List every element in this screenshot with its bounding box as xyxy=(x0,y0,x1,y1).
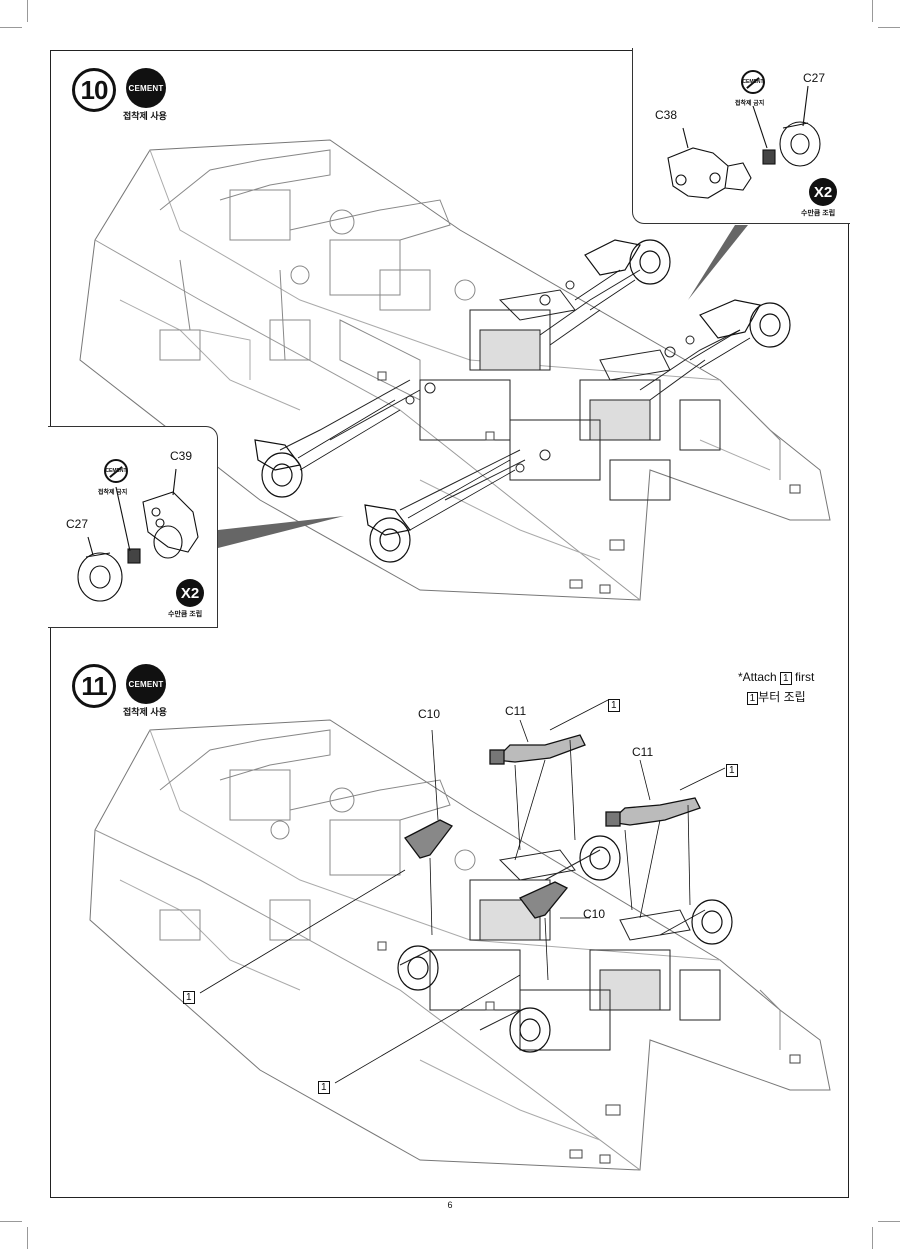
cement-badge-label: CEMENT xyxy=(128,83,164,93)
no-cement-icon: CEMENT xyxy=(741,70,765,94)
part-label-c10: C10 xyxy=(583,907,606,921)
no-cement-icon: CEMENT xyxy=(104,459,128,483)
order-marker: 1 xyxy=(183,991,195,1004)
step-number: 10 xyxy=(67,68,121,112)
no-cement-caption: 접착제 금지 xyxy=(98,490,128,496)
crop-mark xyxy=(872,1227,873,1249)
crop-mark xyxy=(27,0,28,22)
order-marker: 1 xyxy=(726,764,738,777)
part-label-c27: C27 xyxy=(803,71,826,85)
order-marker-box: 1 xyxy=(183,987,195,1005)
cement-icon: CEMENT xyxy=(126,68,166,108)
multiplier-caption: 수만큼 조립 xyxy=(801,210,836,217)
cement-caption: 접착제 사용 xyxy=(123,111,167,121)
order-marker-box: 1 xyxy=(726,760,738,778)
crop-mark xyxy=(27,1227,28,1249)
order-marker: 1 xyxy=(608,699,620,712)
part-label-c27: C27 xyxy=(66,517,89,531)
page-number: 6 xyxy=(447,1200,453,1210)
cement-caption: 접착제 사용 xyxy=(123,707,167,717)
crop-mark xyxy=(0,27,22,28)
callout-drawing xyxy=(77,468,199,602)
cement-icon: CEMENT xyxy=(126,664,166,704)
callout-drawing xyxy=(667,85,821,199)
order-marker: 1 xyxy=(746,692,759,705)
part-label-c11: C11 xyxy=(632,745,654,759)
part-label-c11: C11 xyxy=(505,704,527,718)
multiplier-icon: X2 xyxy=(809,178,837,206)
order-marker-box: 1 xyxy=(608,695,620,713)
multiplier-icon: X2 xyxy=(176,579,204,607)
detail-callout-top: CEMENT 접착제 금지 C27 C38 X2 수만큼 조립 xyxy=(632,48,850,224)
part-label-c10: C10 xyxy=(418,707,441,721)
crop-mark xyxy=(0,1221,22,1222)
multiplier-caption: 수만큼 조립 xyxy=(168,611,203,618)
cement-badge-label: CEMENT xyxy=(128,679,164,689)
no-cement-caption: 접착제 금지 xyxy=(735,101,765,107)
note-prefix: *Attach xyxy=(738,670,777,684)
crop-mark xyxy=(872,0,873,22)
part-label-c39: C39 xyxy=(170,449,193,463)
order-marker-box: 1 xyxy=(318,1077,330,1095)
note-suffix: first xyxy=(794,670,815,684)
detail-callout-left: CEMENT 접착제 금지 C39 C27 X2 수만큼 조립 xyxy=(48,426,218,628)
note-ko-suffix: 부터 조립 xyxy=(758,690,806,704)
crop-mark xyxy=(878,1221,900,1222)
order-marker: 1 xyxy=(318,1081,330,1094)
order-marker: 1 xyxy=(780,672,792,685)
part-label-c38: C38 xyxy=(655,108,678,122)
step-number: 11 xyxy=(67,664,121,708)
crop-mark xyxy=(878,27,900,28)
